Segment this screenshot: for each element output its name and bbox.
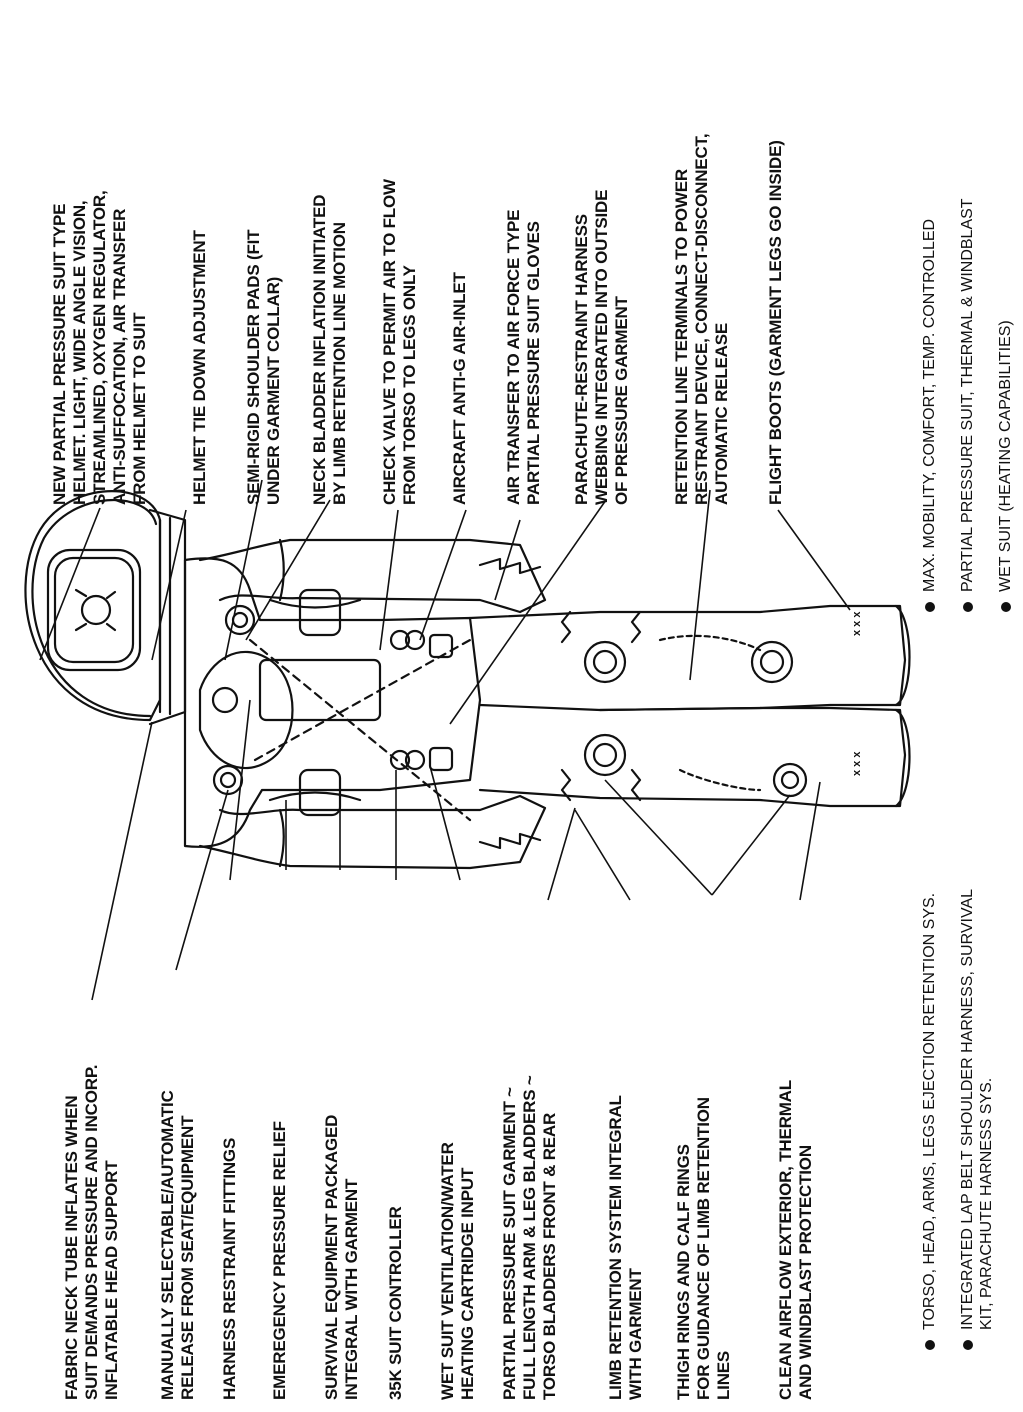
callout-suit-controller: 35K SUIT CONTROLLER: [386, 1206, 406, 1400]
bullet-dot: [963, 1340, 973, 1350]
callout-anti-g-inlet: AIRCRAFT ANTI-G AIR-INLET: [450, 272, 470, 505]
bullet-dot: [925, 602, 935, 612]
bullet-wet-suit: WET SUIT (HEATING CAPABILITIES): [996, 320, 1015, 592]
leader-lines: [40, 480, 850, 1000]
bullet-dot: [963, 602, 973, 612]
bullet-retention-system: TORSO, HEAD, ARMS, LEGS EJECTION RETENTI…: [920, 893, 939, 1330]
bullet-dot: [925, 1340, 935, 1350]
callout-pressure-relief: EMEREGENCY PRESSURE RELIEF: [270, 1121, 290, 1400]
callout-flight-boots: FLIGHT BOOTS (GARMENT LEGS GO INSIDE): [766, 140, 786, 505]
bullet-mobility: MAX. MOBILITY, COMFORT, TEMP. CONTROLLED: [920, 219, 939, 592]
callout-harness-fittings: HARNESS RESTRAINT FITTINGS: [220, 1138, 240, 1400]
leg-upper: [470, 606, 910, 710]
bullet-partial-pressure: PARTIAL PRESSURE SUIT, THERMAL & WINDBLA…: [958, 198, 977, 592]
leg-lower: [480, 708, 910, 806]
bullet-integrated-harness: INTEGRATED LAP BELT SHOULDER HARNESS, SU…: [958, 889, 996, 1330]
boot-marks-upper: x x x: [851, 611, 863, 636]
arm-upper: [200, 540, 545, 612]
torso: [185, 558, 480, 847]
callout-helmet-tie-down: HELMET TIE DOWN ADJUSTMENT: [190, 230, 210, 505]
bullet-dot: [1001, 602, 1011, 612]
callout-pressure-garment: PARTIAL PRESSURE SUIT GARMENT ~FULL LENG…: [500, 1075, 560, 1400]
boot-marks-lower: x x x: [851, 751, 863, 776]
helmet: [25, 491, 185, 724]
